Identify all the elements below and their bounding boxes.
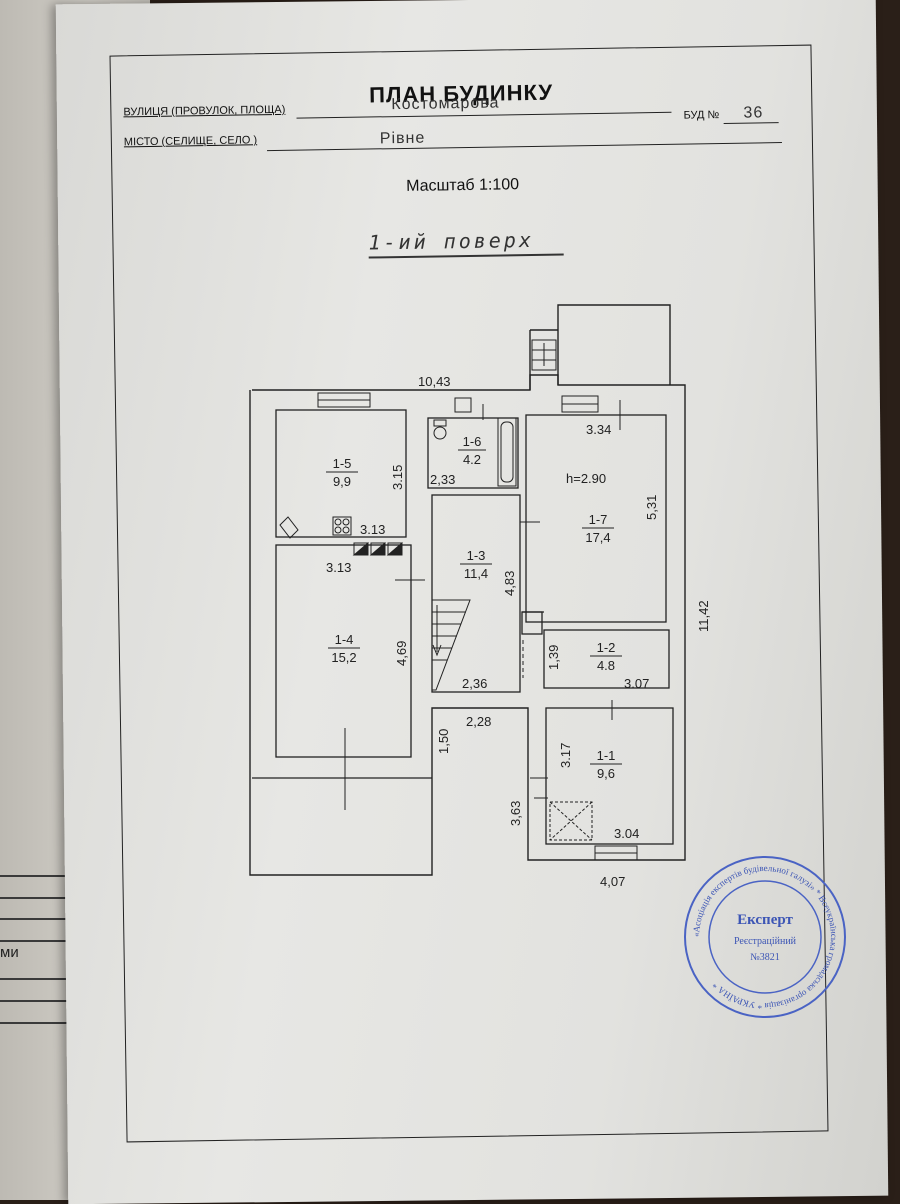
room-1-2-id: 1-2 [597, 640, 616, 655]
dim-317: 3.17 [558, 743, 573, 768]
door-marks [344, 400, 621, 810]
vent-icon [549, 801, 593, 841]
stamp-reg-number: №3821 [750, 952, 780, 963]
ceiling-height: h=2.90 [566, 471, 606, 486]
dim-334: 3.34 [586, 422, 611, 437]
room-1-4-id: 1-4 [335, 632, 354, 647]
dim-150: 1,50 [436, 729, 451, 754]
room-1-1-outline [545, 707, 674, 845]
room-1-7-id: 1-7 [589, 512, 608, 527]
expert-stamp: «Асоціація експертів будівельної галузі»… [684, 856, 846, 1018]
dim-407: 4,07 [600, 874, 625, 889]
dim-228: 2,28 [466, 714, 491, 729]
room-1-4-outline [275, 544, 412, 758]
heater-icon [352, 541, 403, 556]
dim-363: 3,63 [508, 801, 523, 826]
room-1-2-area: 4.8 [597, 658, 615, 673]
toilet-icon [433, 419, 447, 440]
bathtub-icon [497, 417, 517, 487]
room-1-6-id: 1-6 [463, 434, 482, 449]
windows [317, 392, 638, 861]
corner-furnace-icon [279, 516, 299, 539]
stove-icon [332, 516, 352, 536]
room-1-3-outline [431, 494, 521, 693]
underlying-text-fragment: ми [0, 944, 19, 961]
room-1-2-outline [543, 629, 670, 689]
room-walls [252, 409, 674, 845]
room-1-6-area: 4.2 [463, 452, 481, 467]
dim-307: 3.07 [624, 676, 649, 691]
room-labels: 1-5 9,9 1-6 4.2 1-7 17,4 1-3 11,4 1-4 15… [326, 434, 622, 781]
room-1-5-outline [275, 409, 407, 538]
dim-483: 4,83 [502, 571, 517, 596]
dim-313b: 3.13 [326, 560, 351, 575]
interior-stairs [431, 599, 471, 691]
room-1-7-outline [525, 414, 667, 623]
room-1-7-area: 17,4 [585, 530, 610, 545]
dim-overall-width: 10,43 [418, 374, 451, 389]
room-1-1-id: 1-1 [597, 748, 616, 763]
dim-315: 3.15 [390, 465, 405, 490]
dimension-ticks [530, 777, 548, 799]
room-1-1-area: 9,6 [597, 766, 615, 781]
dim-531: 5,31 [644, 495, 659, 520]
entrance-steps-top [531, 339, 557, 371]
room-1-5-area: 9,9 [333, 474, 351, 489]
dim-139: 1,39 [546, 645, 561, 670]
dim-304: 3.04 [614, 826, 639, 841]
dim-313a: 3.13 [360, 522, 385, 537]
room-1-3-id: 1-3 [467, 548, 486, 563]
stamp-title: Експерт [737, 912, 793, 928]
room-1-3-area: 11,4 [464, 566, 488, 581]
dimension-labels: 10,43 11,42 3.34 5,31 3.15 3.13 3.13 2,3… [326, 374, 711, 889]
stamp-reg-label: Реєстраційний [734, 936, 797, 947]
room-1-6-outline [427, 417, 519, 489]
room-1-5-id: 1-5 [333, 456, 352, 471]
dim-overall-height: 11,42 [696, 600, 711, 632]
room-1-4-area: 15,2 [331, 650, 356, 665]
dim-236: 2,36 [462, 676, 487, 691]
exterior-walls [249, 304, 686, 876]
dim-233: 2,33 [430, 472, 455, 487]
dim-469: 4,69 [394, 641, 409, 666]
